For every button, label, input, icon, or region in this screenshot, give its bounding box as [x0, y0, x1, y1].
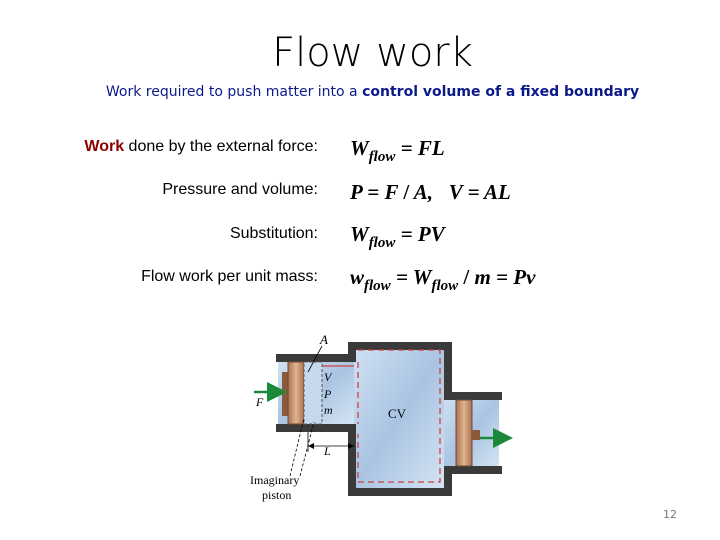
area-leader — [307, 345, 323, 373]
diagram-label-F: F — [255, 395, 264, 409]
diagram-label-A: A — [319, 332, 328, 347]
diagram-label-piston: piston — [262, 488, 291, 502]
equation-pressure-volume: P = F / A, V = AL — [350, 180, 511, 204]
subtitle-highlight: control volume of a fixed boundary — [362, 84, 640, 100]
cv-boundary — [357, 349, 441, 483]
diagram-label-CV: CV — [388, 406, 407, 421]
equation-flow-work-mass: wflow = Wflow / m = Pv — [350, 265, 536, 294]
flow-work-mass-label: Flow work per unit mass: — [141, 268, 318, 285]
slide-title: Flow work — [272, 30, 473, 76]
cv-fluid — [354, 350, 444, 488]
pressure-volume-label: Pressure and volume: — [162, 181, 318, 198]
diagram-label-imaginary: Imaginary — [250, 473, 299, 487]
diagram-label-m: m — [324, 403, 333, 417]
slide-subtitle: Work required to push matter into a cont… — [0, 84, 720, 100]
piston-rod — [282, 372, 288, 416]
work-label-rest: done by the external force: — [124, 138, 318, 155]
diagram-label-V: V — [324, 370, 333, 384]
container-walls — [276, 342, 502, 496]
diagram-label-P: P — [323, 387, 332, 401]
equation-substitution: Wflow = PV — [350, 222, 445, 251]
diagram-label-L: L — [323, 444, 331, 458]
subtitle-text: Work required to push matter into a — [105, 84, 363, 100]
piston-leader — [299, 421, 315, 477]
work-label-emphasis: Work — [84, 138, 125, 155]
page-number: 12 — [663, 508, 677, 521]
substitution-label: Substitution: — [229, 225, 318, 242]
work-label: Work done by the external force: — [84, 138, 318, 156]
left-piston — [287, 361, 305, 425]
equation-work: Wflow = FL — [350, 136, 445, 165]
right-piston — [455, 399, 473, 467]
